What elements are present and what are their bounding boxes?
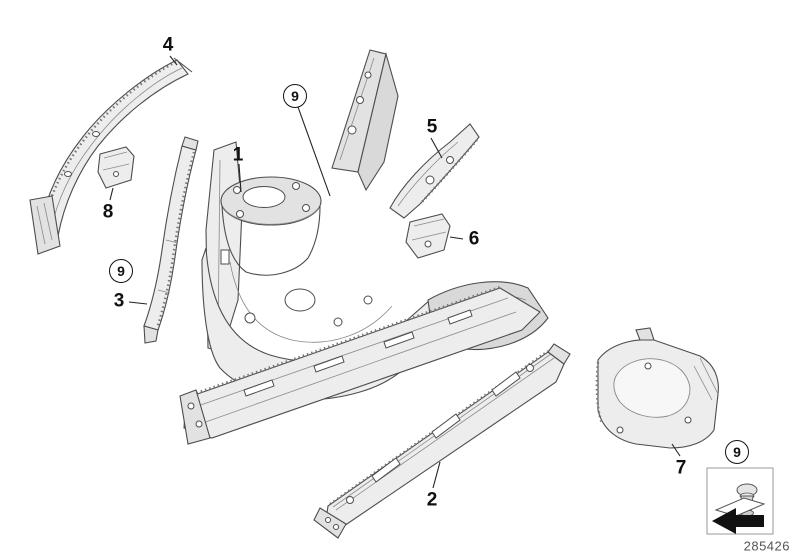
callout-1[interactable]: 1 bbox=[232, 144, 244, 166]
callout-8[interactable]: 8 bbox=[102, 201, 114, 223]
callout-9-legend[interactable]: 9 bbox=[725, 440, 749, 464]
part-7-floor-bracket-drawing bbox=[595, 327, 719, 449]
callout-6[interactable]: 6 bbox=[468, 228, 480, 250]
leader-lines bbox=[109, 55, 681, 489]
part-8-bracket-drawing bbox=[97, 146, 135, 189]
part-4-side-member-drawing bbox=[29, 57, 193, 255]
part-5-bracket-drawing bbox=[389, 123, 480, 219]
callout-9-left[interactable]: 9 bbox=[109, 259, 133, 283]
part-6-bracket-drawing bbox=[405, 213, 451, 259]
callout-2[interactable]: 2 bbox=[426, 489, 438, 511]
part-1-wheelhouse-assembly-drawing bbox=[179, 49, 549, 445]
callout-9-top[interactable]: 9 bbox=[283, 84, 307, 108]
install-direction-arrow-icon bbox=[712, 497, 766, 534]
callout-7[interactable]: 7 bbox=[675, 457, 687, 479]
part-3-support-strip-drawing bbox=[143, 136, 199, 344]
callout-4[interactable]: 4 bbox=[162, 34, 174, 56]
callout-3[interactable]: 3 bbox=[113, 290, 125, 312]
legend-box bbox=[706, 467, 774, 535]
part-2-support-rail-drawing bbox=[313, 343, 571, 539]
callout-5[interactable]: 5 bbox=[426, 116, 438, 138]
diagram-id: 285426 bbox=[743, 538, 790, 554]
